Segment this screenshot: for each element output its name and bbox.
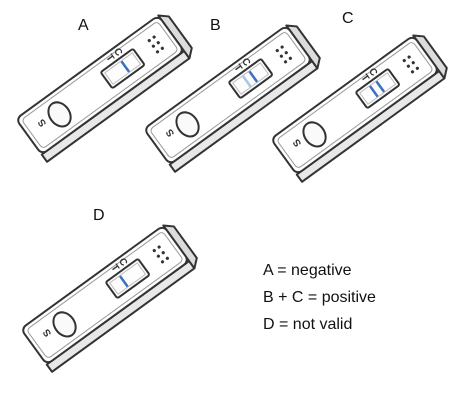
legend: A = negative B + C = positive D = not va… xyxy=(263,262,376,333)
control-line-a xyxy=(120,60,131,73)
legend-not-valid: D = not valid xyxy=(263,316,352,333)
test-line-d xyxy=(118,275,129,288)
test-mark-b: T xyxy=(231,63,243,74)
test-mark-a: T xyxy=(103,53,115,64)
cassette-d: S C T xyxy=(19,219,202,373)
cassette-label-d: D xyxy=(93,207,105,224)
test-line-c xyxy=(368,85,379,98)
test-mark-d: T xyxy=(108,263,120,274)
cassette-b: S C T xyxy=(142,19,325,173)
control-line-c xyxy=(375,80,386,93)
cassette-label-a: A xyxy=(78,17,89,34)
test-mark-c: T xyxy=(358,73,370,84)
control-line-b xyxy=(248,70,259,83)
cassette-a: S C T xyxy=(14,9,197,163)
cassette-label-c: C xyxy=(342,10,354,27)
legend-positive: B + C = positive xyxy=(263,289,376,306)
test-line-b xyxy=(241,75,252,88)
cassette-c: S C T xyxy=(269,29,451,183)
legend-negative: A = negative xyxy=(263,262,352,279)
cassette-label-b: B xyxy=(210,17,221,34)
